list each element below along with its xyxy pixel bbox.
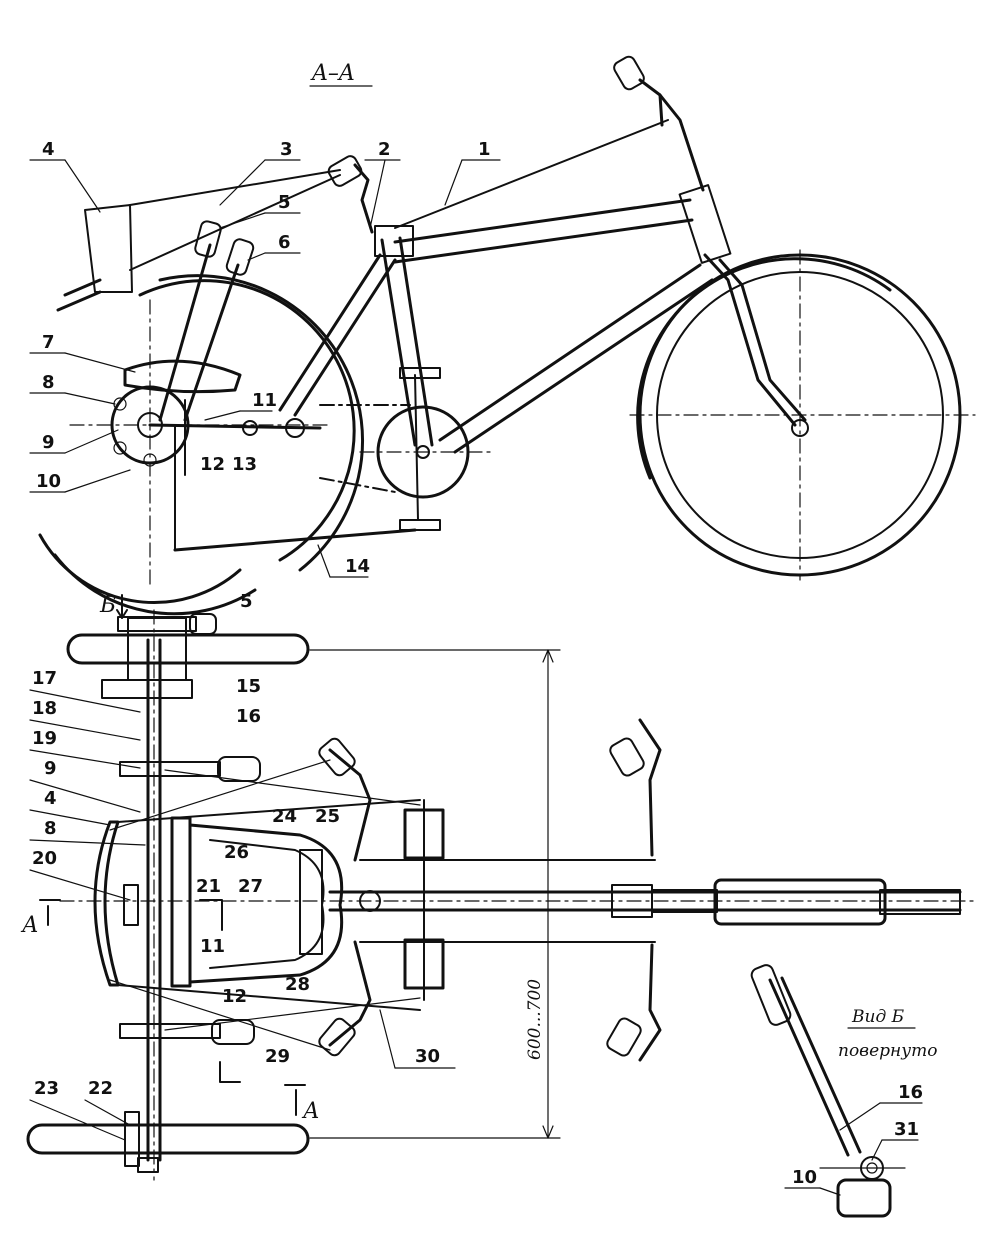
view-b-lever [768, 978, 850, 1157]
steering-lever [353, 163, 374, 234]
top-view-labels: 5 15 16 17 18 19 9 4 8 20 26 24 25 21 27… [29, 591, 456, 1141]
label-3: 3 [280, 139, 293, 160]
head-tube-top [713, 878, 887, 926]
label-13: 13 [232, 454, 257, 475]
lower-rod [173, 528, 417, 552]
handlebar-stem [658, 93, 705, 192]
label-10: 10 [36, 471, 61, 492]
tlabel-19: 19 [32, 728, 57, 749]
tlabel-5: 5 [240, 591, 253, 612]
tlabel-21: 21 [196, 876, 221, 897]
view-b-block [836, 1178, 892, 1218]
head-tube [678, 184, 732, 264]
handlebar-lower [638, 943, 662, 1062]
box [84, 204, 133, 293]
lever-5 [158, 243, 212, 422]
top-view: 600...700 [20, 591, 976, 1181]
side-view-labels: 1 2 3 4 5 6 7 8 9 [29, 139, 501, 578]
wheel-bottom [26, 1123, 310, 1155]
label-11: 11 [252, 390, 277, 411]
side-view: A–A [29, 55, 976, 616]
mark-a-left: А [20, 913, 39, 938]
tlabel-4: 4 [44, 788, 57, 809]
seat-stay [278, 253, 382, 412]
control-cable [394, 119, 669, 229]
tlabel-8: 8 [44, 818, 57, 839]
label-5: 5 [278, 192, 291, 213]
label-1: 1 [478, 139, 491, 160]
front-fork [703, 253, 797, 427]
label-6: 6 [278, 232, 291, 253]
tlabel-9: 9 [44, 758, 57, 779]
label-2: 2 [378, 139, 391, 160]
tlabel-12: 12 [222, 986, 247, 1007]
tlabel-29: 29 [265, 1046, 290, 1067]
seat [123, 359, 242, 394]
tlabel-16: 16 [236, 706, 261, 727]
blabel-10: 10 [792, 1167, 817, 1188]
label-9: 9 [42, 432, 55, 453]
steering-lever-upper [328, 748, 372, 862]
tlabel-30: 30 [415, 1046, 440, 1067]
tlabel-18: 18 [32, 698, 57, 719]
v-frame [188, 823, 344, 984]
blabel-16: 16 [898, 1082, 923, 1103]
view-b-subtitle: повернуто [838, 1041, 937, 1061]
tlabel-24: 24 [272, 806, 297, 827]
dimension: 600...700 [309, 649, 561, 1139]
tlabel-22: 22 [88, 1078, 113, 1099]
flange [101, 679, 193, 699]
label-4: 4 [42, 139, 55, 160]
view-b-title: Вид Б [851, 1007, 905, 1027]
tlabel-28: 28 [285, 974, 310, 995]
tlabel-26: 26 [224, 842, 249, 863]
mark-a-right: А [301, 1099, 320, 1124]
front-fender [636, 257, 892, 480]
section-title: A–A [310, 61, 355, 86]
pedal-crank [414, 374, 419, 521]
rear-plate [170, 816, 192, 988]
front-guard [93, 820, 120, 987]
tlabel-23: 23 [34, 1078, 59, 1099]
label-12: 12 [200, 454, 225, 475]
mark-b: Б [99, 593, 116, 618]
label-8: 8 [42, 372, 55, 393]
label-14: 14 [345, 556, 370, 577]
tlabel-25: 25 [315, 806, 340, 827]
tlabel-17: 17 [32, 668, 57, 689]
lever-29 [119, 1023, 221, 1039]
label-7: 7 [42, 332, 55, 353]
tlabel-20: 20 [32, 848, 57, 869]
tlabel-15: 15 [236, 676, 261, 697]
seat-clamp [374, 225, 414, 257]
handlebar-grip [613, 55, 645, 91]
handlebar-upper [638, 718, 662, 857]
tlabel-11: 11 [200, 936, 225, 957]
top-tube [393, 198, 692, 244]
link-rod [148, 423, 322, 430]
tlabel-27: 27 [238, 876, 263, 897]
lever-6 [183, 263, 240, 422]
down-tube [438, 263, 702, 442]
lever-19 [119, 761, 221, 777]
front-hub [791, 419, 809, 437]
wheel-top [66, 633, 310, 665]
rear-wheel [38, 274, 365, 616]
view-b: Вид Б повернуто 16 31 10 [750, 964, 937, 1218]
steering-lever-lower [328, 940, 372, 1047]
blabel-31: 31 [894, 1119, 919, 1140]
dimension-text: 600...700 [525, 979, 545, 1060]
